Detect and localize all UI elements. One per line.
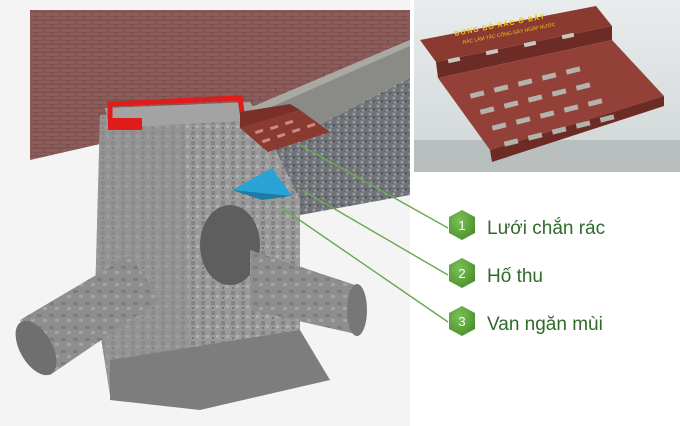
leader-line-3 bbox=[281, 207, 449, 323]
label-2-text: Hố thu bbox=[487, 266, 543, 287]
red-frame-corner bbox=[108, 118, 142, 130]
label-1: 1 Lưới chắn rác bbox=[449, 210, 605, 240]
leader-line-1 bbox=[299, 144, 449, 229]
curb-top bbox=[240, 40, 410, 118]
inset-grate-picture: ĐỪNG BỎ RÁC Ở ĐÂY RÁC LÀM TẮC CỐNG GÂY N… bbox=[414, 0, 680, 172]
leader-line-2 bbox=[301, 189, 449, 276]
grate-slots bbox=[254, 119, 316, 144]
badge-3 bbox=[449, 306, 475, 336]
gravel-bed bbox=[270, 78, 410, 215]
base-slab bbox=[110, 330, 330, 410]
label-3: 3 Van ngăn mùi bbox=[449, 306, 603, 336]
chamber-top bbox=[105, 102, 262, 128]
badge-1 bbox=[449, 210, 475, 240]
pipe-right bbox=[250, 250, 360, 335]
leader-lines bbox=[281, 144, 449, 323]
inner-cavity bbox=[200, 205, 260, 285]
badge-2 bbox=[449, 258, 475, 288]
odor-valve-shade bbox=[232, 190, 292, 200]
label-2: 2 Hố thu bbox=[449, 258, 543, 288]
label-1-text: Lưới chắn rác bbox=[487, 217, 605, 239]
label-3-text: Van ngăn mùi bbox=[487, 314, 603, 335]
badge-3-number: 3 bbox=[458, 314, 465, 329]
odor-valve bbox=[232, 168, 292, 196]
pipe-left bbox=[20, 255, 160, 375]
badge-2-number: 2 bbox=[458, 266, 465, 281]
pipe-left-opening bbox=[15, 320, 57, 376]
pipe-right-opening bbox=[347, 284, 367, 336]
grate-back-plate bbox=[240, 104, 300, 128]
badge-1-number: 1 bbox=[458, 218, 465, 233]
